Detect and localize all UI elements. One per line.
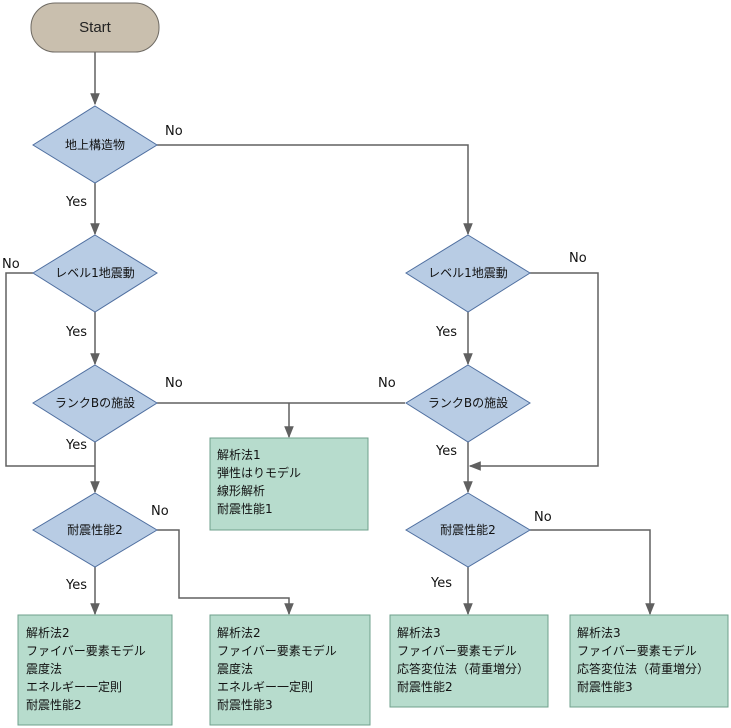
decision-level1-left: レベル1地震動: [32, 234, 158, 313]
result-box-4-line: 解析法3: [577, 626, 621, 640]
decision-level1-right: レベル1地震動: [405, 234, 531, 313]
label-ground-yes: Yes: [65, 195, 87, 210]
decision-rankb-left: ランクBの施設: [32, 364, 158, 443]
label-perf-left-no: No: [151, 504, 169, 519]
decision-rankb-right-label: ランクBの施設: [428, 395, 508, 410]
start-label: Start: [79, 19, 112, 36]
result-box-3-line: 応答変位法（荷重増分）: [397, 661, 529, 676]
result-box-3-line: ファイバー要素モデル: [397, 643, 517, 658]
result-box-1-line: 震度法: [26, 661, 62, 676]
label-rankb-right-no: No: [378, 376, 396, 391]
edge-perf-left-no: [157, 529, 294, 616]
label-rankb-left-no: No: [165, 376, 183, 391]
edge-l1-right-no: [468, 272, 599, 471]
result-box-2-line: ファイバー要素モデル: [217, 643, 337, 658]
start-node: Start: [30, 2, 160, 53]
decision-performance-right: 耐震性能2: [405, 492, 531, 568]
decision-level1-right-label: レベル1地震動: [428, 266, 508, 280]
label-ground-no: No: [165, 124, 183, 139]
result-box-1-line: 解析法2: [26, 626, 70, 640]
result-box-center-line: 解析法1: [217, 448, 261, 462]
decision-performance-right-label: 耐震性能2: [440, 523, 496, 537]
result-box-1-line: ファイバー要素モデル: [26, 643, 146, 658]
result-box-1-line: 耐震性能2: [26, 698, 82, 712]
label-rankb-left-yes: Yes: [65, 438, 87, 453]
decision-performance-left-label: 耐震性能2: [67, 523, 123, 537]
decision-rankb-right: ランクBの施設: [405, 364, 531, 443]
label-l1-left-no: No: [2, 257, 20, 272]
edge-ground-no: [157, 144, 473, 236]
decision-ground-structure-label: 地上構造物: [65, 138, 125, 152]
result-box-2-line: 震度法: [217, 661, 253, 676]
label-perf-right-no: No: [534, 510, 552, 525]
label-perf-left-yes: Yes: [65, 578, 87, 593]
result-box-3: 解析法3 ファイバー要素モデル 応答変位法（荷重増分） 耐震性能2: [389, 614, 549, 708]
result-box-4-line: 応答変位法（荷重増分）: [577, 661, 709, 676]
decision-level1-left-label: レベル1地震動: [55, 266, 135, 280]
decision-ground-structure: 地上構造物: [32, 105, 158, 184]
result-box-2: 解析法2 ファイバー要素モデル 震度法 エネルギー一定則 耐震性能3: [209, 614, 371, 726]
result-box-2-line: 解析法2: [217, 626, 261, 640]
label-l1-right-no: No: [569, 251, 587, 266]
decision-performance-left: 耐震性能2: [32, 492, 158, 568]
result-box-1: 解析法2 ファイバー要素モデル 震度法 エネルギー一定則 耐震性能2: [17, 614, 173, 726]
label-perf-right-yes: Yes: [430, 576, 452, 591]
result-box-4-line: 耐震性能3: [577, 680, 633, 694]
decision-rankb-left-label: ランクBの施設: [55, 395, 135, 410]
result-box-center: 解析法1 弾性はりモデル 線形解析 耐震性能1: [209, 437, 369, 531]
result-box-4: 解析法3 ファイバー要素モデル 応答変位法（荷重増分） 耐震性能3: [569, 614, 729, 708]
label-l1-left-yes: Yes: [65, 325, 87, 340]
result-box-1-line: エネルギー一定則: [26, 679, 122, 694]
result-box-center-line: 線形解析: [217, 483, 265, 498]
edge-perf-right-no: [530, 529, 655, 616]
result-box-3-line: 耐震性能2: [397, 680, 453, 694]
result-box-center-line: 耐震性能1: [217, 502, 273, 516]
result-box-4-line: ファイバー要素モデル: [577, 643, 697, 658]
result-box-3-line: 解析法3: [397, 626, 441, 640]
result-box-2-line: エネルギー一定則: [217, 679, 313, 694]
label-rankb-right-yes: Yes: [435, 444, 457, 459]
result-box-center-line: 弾性はりモデル: [217, 465, 301, 480]
edge-l1-left-no: [5, 272, 95, 467]
label-l1-right-yes: Yes: [435, 325, 457, 340]
result-box-2-line: 耐震性能3: [217, 698, 273, 712]
